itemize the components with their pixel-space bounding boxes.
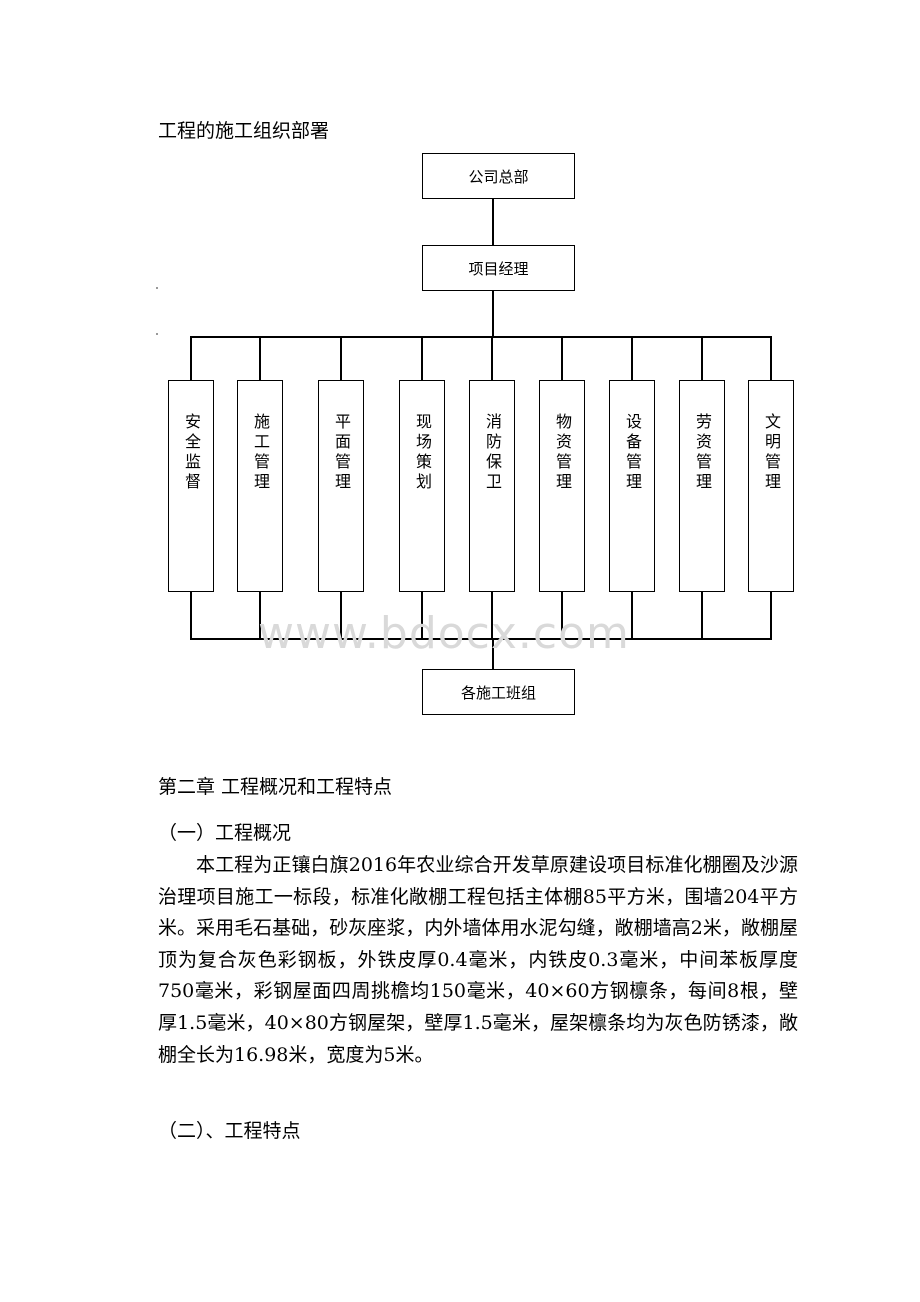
connector-bus-teams	[492, 638, 494, 669]
org-node-department: 消防保卫	[469, 380, 515, 592]
department-label: 安全监督	[182, 413, 201, 493]
connector-dept-top	[701, 337, 703, 380]
connector-dept-bottom	[631, 592, 633, 638]
scan-dot	[156, 287, 158, 289]
department-label: 文明管理	[762, 413, 781, 493]
org-node-department: 设备管理	[609, 380, 655, 592]
department-label: 物资管理	[553, 413, 572, 493]
overview-paragraph: 本工程为正镶白旗2016年农业综合开发草原建设项目标准化棚圈及沙源治理项目施工一…	[158, 854, 798, 1066]
connector-dept-bottom	[701, 592, 703, 638]
org-node-department: 平面管理	[318, 380, 364, 592]
top-bus-line	[190, 336, 772, 338]
connector-manager-bus	[492, 291, 494, 337]
connector-dept-bottom	[421, 592, 423, 638]
connector-dept-top	[421, 337, 423, 380]
org-node-company-hq: 公司总部	[422, 153, 575, 199]
org-node-department: 施工管理	[237, 380, 283, 592]
connector-dept-bottom	[770, 592, 772, 638]
connector-dept-top	[190, 337, 192, 380]
connector-dept-bottom	[259, 592, 261, 638]
org-node-department: 现场策划	[399, 380, 445, 592]
connector-dept-bottom	[561, 592, 563, 638]
connector-dept-bottom	[340, 592, 342, 638]
connector-dept-top	[770, 337, 772, 380]
department-label: 消防保卫	[483, 413, 502, 493]
connector-dept-bottom	[491, 592, 493, 638]
connector-dept-top	[259, 337, 261, 380]
section-heading-overview: （一）工程概况	[158, 822, 292, 844]
watermark: www.bdocx.com	[258, 608, 630, 659]
connector-dept-top	[561, 337, 563, 380]
org-node-project-manager: 项目经理	[422, 245, 575, 291]
org-node-department: 劳资管理	[679, 380, 725, 592]
bottom-bus-line	[190, 638, 772, 640]
org-node-department: 物资管理	[539, 380, 585, 592]
org-chart-title: 工程的施工组织部署	[158, 120, 330, 142]
chapter-heading: 第二章 工程概况和工程特点	[158, 776, 393, 798]
scan-dot	[156, 333, 158, 335]
department-label: 劳资管理	[693, 413, 712, 493]
section-heading-features: （二）、工程特点	[158, 1120, 301, 1142]
connector-dept-top	[340, 337, 342, 380]
org-node-construction-teams: 各施工班组	[422, 669, 575, 715]
connector-hq-manager	[492, 199, 494, 245]
department-label: 现场策划	[413, 413, 432, 493]
connector-dept-bottom	[190, 592, 192, 638]
connector-dept-top	[491, 337, 493, 380]
department-label: 平面管理	[332, 413, 351, 493]
department-label: 设备管理	[623, 413, 642, 493]
connector-dept-top	[631, 337, 633, 380]
department-label: 施工管理	[251, 413, 270, 493]
org-node-department: 文明管理	[748, 380, 794, 592]
org-node-department: 安全监督	[168, 380, 214, 592]
